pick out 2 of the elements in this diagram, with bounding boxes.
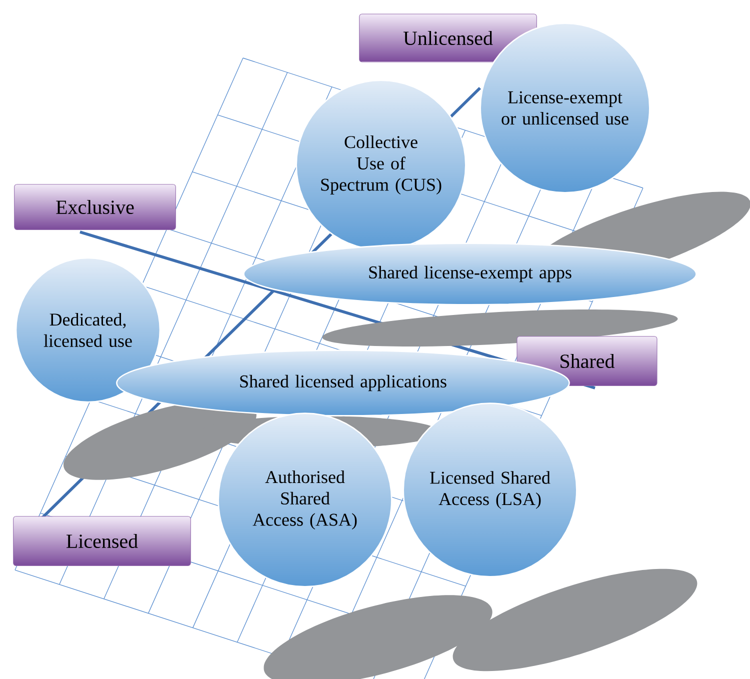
axis-label-box: Licensed (13, 516, 191, 566)
axis-label-box: Exclusive (14, 184, 176, 230)
